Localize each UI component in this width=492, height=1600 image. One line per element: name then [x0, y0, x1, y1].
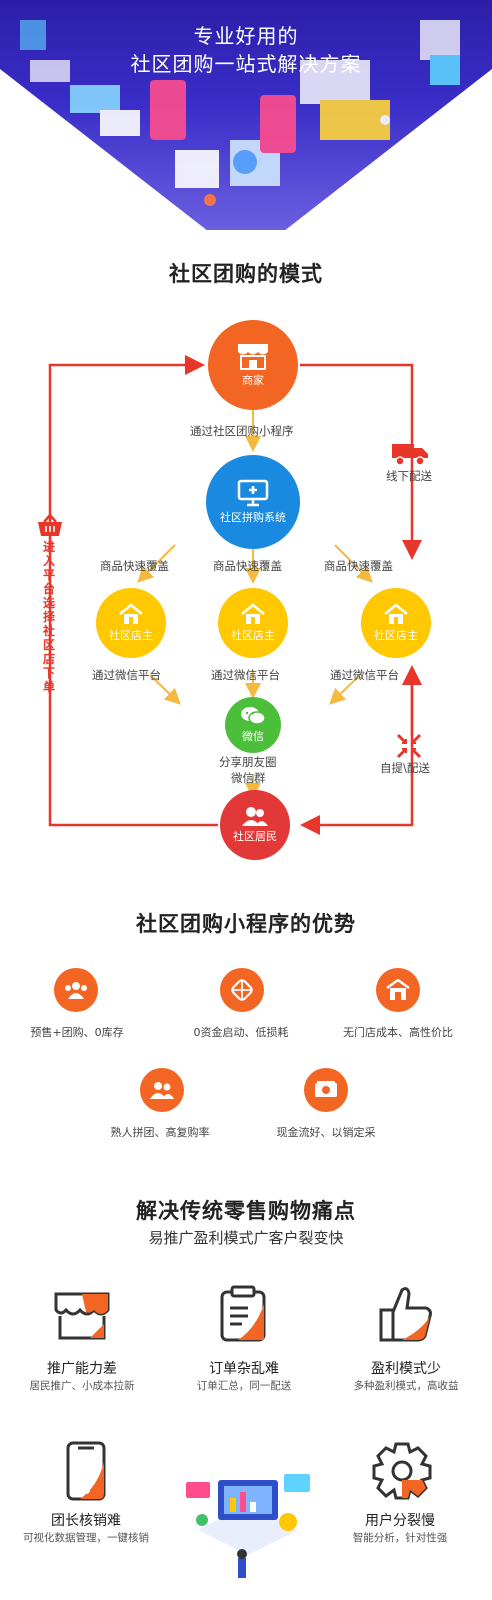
mode-section-title: 社区团购的模式: [169, 262, 323, 286]
left-flow-label: 进入平台选择社区店下单: [43, 540, 56, 694]
via-wechat-label-left: 通过微信平台: [92, 668, 161, 682]
monitor-icon: [237, 479, 269, 507]
wechat-icon: [241, 707, 266, 725]
advantage-label: 0资金启动、低损耗: [193, 1026, 289, 1039]
store-owner-node-center: 社区店主: [218, 588, 288, 658]
shop-awning-icon: [54, 1292, 110, 1340]
truck-icon: [392, 444, 428, 466]
via-mini-program-label: 通过社区团购小程序: [190, 424, 294, 438]
store-owner-label: 社区店主: [231, 629, 275, 642]
data-dashboard-illustration: [186, 1474, 310, 1578]
platform-label: 社区拼购系统: [220, 511, 286, 524]
banner-illustration: [20, 20, 460, 206]
coverage-label-left: 商品快速覆盖: [100, 559, 169, 573]
coverage-label-center: 商品快速覆盖: [213, 559, 282, 573]
wechat-node: 微信: [225, 697, 281, 753]
merchant-label: 商家: [242, 374, 264, 387]
pain-title: 盈利模式少: [371, 1361, 441, 1377]
via-wechat-label-center: 通过微信平台: [211, 668, 280, 682]
phone-icon: [66, 1441, 106, 1501]
advantage-item: [376, 968, 420, 1012]
store-icon: [376, 968, 420, 1012]
storefront-icon: [238, 344, 268, 370]
pain-desc: 居民推广、小成本拉新: [29, 1380, 135, 1392]
target-icon: [220, 968, 264, 1012]
people-icon: [140, 1068, 184, 1112]
thumbs-up-icon: [379, 1287, 432, 1342]
advantage-label: 熟人拼团、高复购率: [110, 1126, 210, 1139]
gear-icon: [372, 1442, 432, 1500]
store-owner-node-left: 社区店主: [96, 588, 166, 658]
clipboard-icon: [220, 1285, 266, 1342]
house-icon: [384, 603, 408, 624]
advantage-item: [220, 968, 264, 1012]
share-label-line2: 微信群: [231, 771, 266, 785]
house-icon: [119, 603, 143, 624]
via-wechat-label-right: 通过微信平台: [330, 668, 399, 682]
banner-title-line2: 社区团购一站式解决方案: [130, 52, 362, 76]
coverage-label-right: 商品快速覆盖: [324, 559, 393, 573]
merchant-node: 商家: [208, 320, 298, 410]
pain-title: 用户分裂慢: [365, 1513, 435, 1529]
shopping-basket-icon: [38, 513, 62, 536]
pickup-delivery-label: 自提\配送: [380, 761, 430, 775]
pain-title: 订单杂乱难: [209, 1361, 279, 1377]
resident-label: 社区居民: [233, 830, 277, 843]
pain-points-subtitle: 易推广盈利模式广客户裂变快: [148, 1229, 344, 1247]
advantage-item: [54, 968, 98, 1012]
pain-desc: 可视化数据管理，一键核销: [23, 1532, 149, 1544]
pain-points-title: 解决传统零售购物痛点: [136, 1199, 356, 1223]
pain-desc: 订单汇总，同一配送: [196, 1380, 292, 1392]
advantages-section-title: 社区团购小程序的优势: [136, 912, 356, 936]
people-icon: [242, 807, 268, 826]
pain-desc: 多种盈利模式，高收益: [353, 1380, 459, 1392]
store-owner-node-right: 社区店主: [361, 588, 431, 658]
store-owner-label: 社区店主: [374, 629, 418, 642]
platform-node: 社区拼购系统: [206, 455, 300, 549]
share-label-line1: 分享朋友圈: [219, 755, 277, 769]
wechat-label: 微信: [242, 730, 264, 743]
house-icon: [241, 603, 265, 624]
advantage-item: [140, 1068, 184, 1112]
flow-connectors: [48, 355, 422, 835]
offline-delivery-label: 线下配送: [386, 469, 432, 483]
pain-title: 团长核销难: [51, 1513, 121, 1529]
advantage-label: 现金流好、以销定采: [276, 1126, 376, 1139]
arrows-converge-icon: [396, 733, 422, 759]
resident-node: 社区居民: [220, 790, 290, 860]
pain-desc: 智能分析，针对性强: [352, 1532, 448, 1544]
group-icon: [54, 968, 98, 1012]
cash-icon: [304, 1068, 348, 1112]
advantage-item: [304, 1068, 348, 1112]
pain-title: 推广能力差: [47, 1361, 117, 1377]
advantage-label: 无门店成本、高性价比: [343, 1026, 453, 1039]
advantage-label: 预售+团购、0库存: [30, 1026, 124, 1039]
store-owner-label: 社区店主: [109, 629, 153, 642]
banner-title-line1: 专业好用的: [193, 24, 299, 48]
